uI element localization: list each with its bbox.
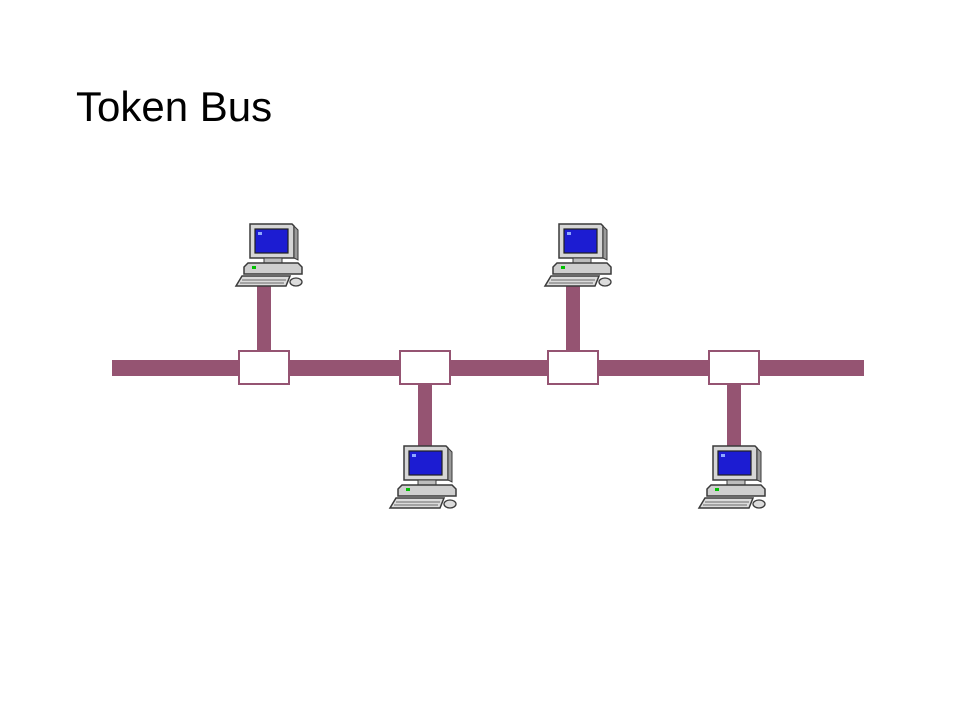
desktop-computer-icon bbox=[235, 223, 303, 287]
bus-cable bbox=[112, 360, 864, 376]
tap-connector-1 bbox=[238, 350, 290, 385]
tap-connector-4 bbox=[708, 350, 760, 385]
drop-line-station-3 bbox=[566, 286, 580, 352]
desktop-computer-icon bbox=[698, 445, 766, 509]
tap-connector-2 bbox=[399, 350, 451, 385]
drop-line-station-1 bbox=[257, 286, 271, 352]
desktop-computer-icon bbox=[544, 223, 612, 287]
desktop-computer-icon bbox=[389, 445, 457, 509]
slide-title: Token Bus bbox=[76, 83, 273, 130]
drop-line-station-4 bbox=[727, 384, 741, 448]
tap-connector-3 bbox=[547, 350, 599, 385]
drop-line-station-2 bbox=[418, 384, 432, 448]
